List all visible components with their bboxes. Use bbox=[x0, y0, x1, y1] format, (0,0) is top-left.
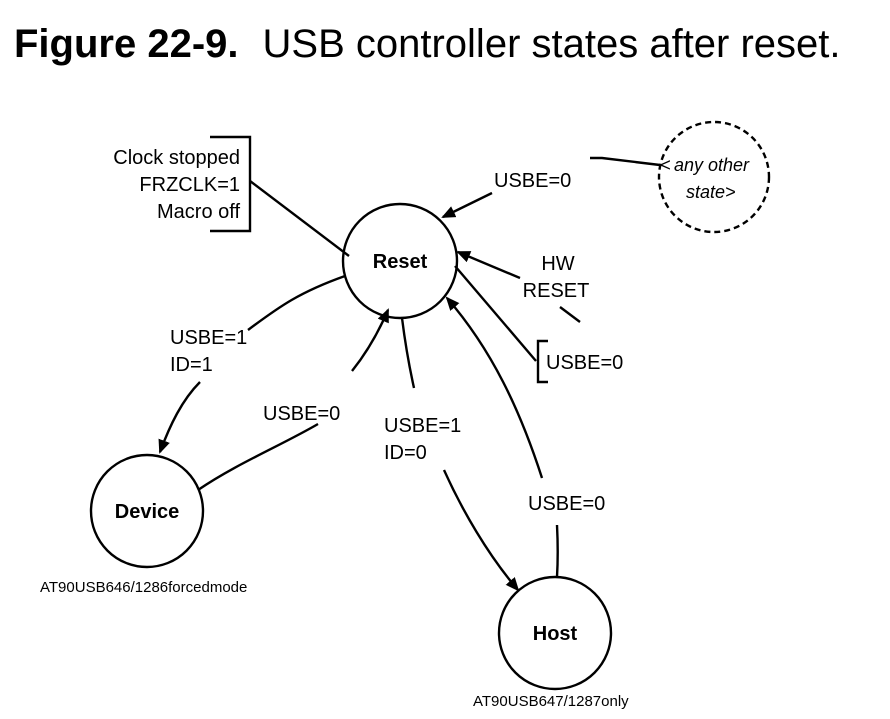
host-variant-note: AT90USB647/1287only bbox=[473, 693, 629, 710]
any-other-label-2: state> bbox=[686, 182, 736, 202]
reset-to-host-label-1: USBE=1 bbox=[384, 415, 461, 437]
host-state: Host bbox=[497, 575, 613, 691]
transition-hw-reset: HW RESET bbox=[456, 250, 590, 323]
transition-device-to-reset: USBE=0 bbox=[197, 308, 390, 491]
figure-caption: USB controller states after reset. bbox=[262, 22, 841, 66]
reset-note: Clock stopped FRZCLK=1 Macro off bbox=[113, 135, 350, 257]
any-other-bracket: < bbox=[660, 155, 671, 175]
device-label: Device bbox=[115, 501, 180, 523]
transition-reset-self: USBE=0 bbox=[454, 265, 623, 384]
reset-to-host-label-2: ID=0 bbox=[384, 442, 427, 464]
host-label: Host bbox=[533, 623, 578, 645]
transition-any-to-reset: USBE=0 bbox=[441, 156, 661, 219]
hw-reset-label-1: HW bbox=[541, 253, 574, 275]
reset-label: Reset bbox=[373, 251, 428, 273]
reset-note-line-3: Macro off bbox=[157, 201, 240, 223]
figure-number: Figure 22-9. bbox=[14, 22, 239, 66]
reset-self-label: USBE=0 bbox=[546, 352, 623, 374]
any-other-label-1: any other bbox=[674, 155, 750, 175]
transition-reset-to-host: USBE=1 ID=0 bbox=[384, 317, 520, 592]
any-to-reset-label: USBE=0 bbox=[494, 170, 571, 192]
device-to-reset-label: USBE=0 bbox=[263, 403, 340, 425]
reset-to-device-label-1: USBE=1 bbox=[170, 327, 247, 349]
device-variant-note: AT90USB646/1286forcedmode bbox=[40, 579, 247, 596]
hw-reset-label-2: RESET bbox=[523, 280, 590, 302]
figure-title: Figure 22-9. USB controller states after … bbox=[14, 22, 841, 67]
transition-host-to-reset: USBE=0 bbox=[445, 296, 605, 578]
reset-to-device-label-2: ID=1 bbox=[170, 354, 213, 376]
reset-state: Reset bbox=[341, 202, 459, 320]
transition-reset-to-device: USBE=1 ID=1 bbox=[158, 274, 346, 454]
any-other-state: < any other state> bbox=[657, 120, 771, 234]
device-state: Device bbox=[89, 453, 205, 569]
reset-note-line-1: Clock stopped bbox=[113, 147, 240, 169]
reset-note-line-2: FRZCLK=1 bbox=[139, 174, 240, 196]
host-to-reset-label: USBE=0 bbox=[528, 493, 605, 515]
